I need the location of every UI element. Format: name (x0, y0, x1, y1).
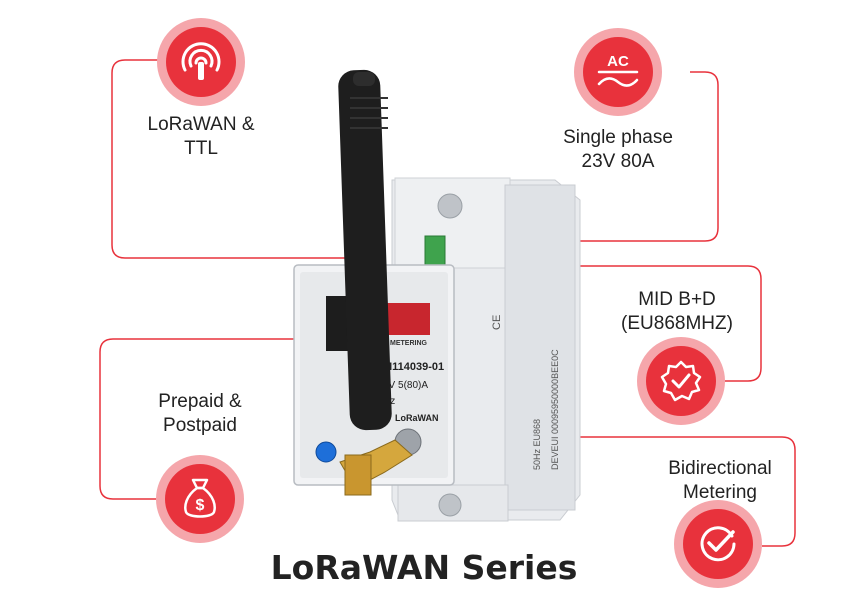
svg-text:AC: AC (607, 53, 629, 70)
line-prepaid (99, 338, 332, 500)
svg-text:$: $ (196, 497, 205, 514)
svg-text:0V 5(80)A: 0V 5(80)A (383, 380, 428, 391)
label-lorawan: LoRaWAN & TTL (147, 114, 255, 159)
badge-bidirectional (674, 500, 762, 588)
label-bidirectional: Bidirectional Metering (668, 458, 772, 503)
svg-text:50Hz EU868: 50Hz EU868 (532, 419, 542, 470)
side-print: DEVEUI 00095950000BEE0C 50Hz EU868 (532, 349, 560, 470)
antenna-signal-icon (181, 42, 221, 80)
line-mid (505, 265, 762, 382)
label-mid: MID B+D (EU868MHZ) (621, 289, 733, 334)
label-single-phase: Single phase 23V 80A (563, 127, 673, 172)
label-prepaid: Prepaid & Postpaid (158, 391, 242, 436)
badge-single-phase: AC (574, 28, 662, 116)
line-lorawan (111, 59, 356, 259)
page-title: LoRaWAN Series (270, 548, 578, 587)
svg-text:LoRaWAN: LoRaWAN (395, 413, 439, 423)
svg-text:M114039-01: M114039-01 (383, 361, 444, 373)
svg-text:DEVEUI 00095950000BEE0C: DEVEUI 00095950000BEE0C (550, 349, 560, 470)
ac-wave-icon: AC (597, 53, 639, 87)
money-bag-icon: $ (184, 478, 216, 518)
badge-prepaid: $ (156, 455, 244, 543)
check-circle-icon (700, 526, 736, 562)
svg-text:CE: CE (491, 315, 503, 330)
certified-badge-icon (660, 360, 702, 402)
badge-lorawan (157, 18, 245, 106)
line-bidirectional (455, 436, 796, 547)
svg-text:METERING: METERING (390, 340, 428, 347)
line-single-phase (442, 71, 719, 242)
badge-mid (637, 337, 725, 425)
